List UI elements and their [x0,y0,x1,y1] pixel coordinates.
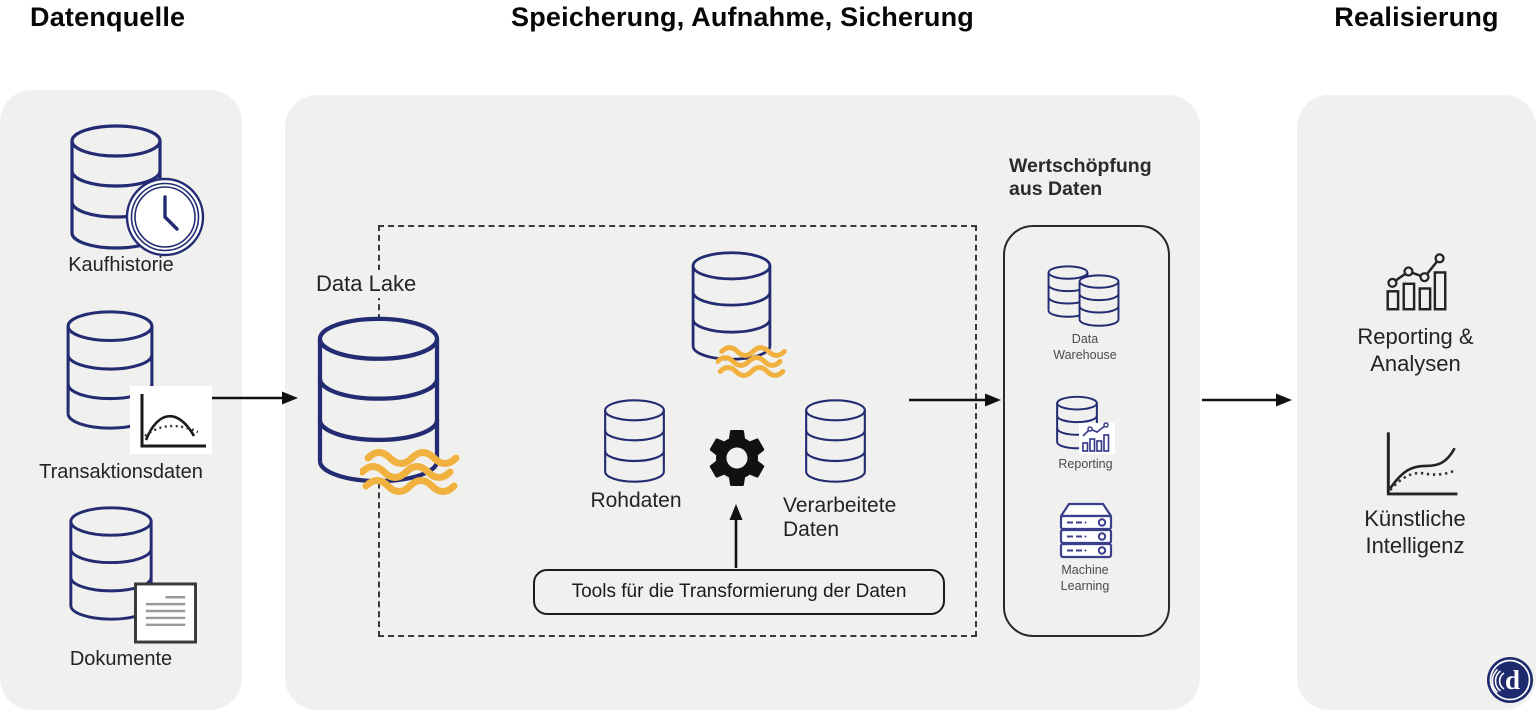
chart-curve-icon [130,386,212,454]
company-logo-icon: d [1486,656,1534,704]
waves-icon [360,448,464,496]
rohdaten-database-icon [601,399,668,483]
verarbeitete-daten-label: Verarbeitete Daten [783,494,897,541]
logo-letter: d [1505,665,1520,695]
data-warehouse-icon [1047,265,1120,327]
reporting-analysen-label: Reporting & Analysen [1357,324,1474,376]
tools-box: Tools für die Transformierung der Daten [533,569,945,615]
data-warehouse-label: Data Warehouse [1053,332,1117,362]
waves-icon [716,344,790,379]
column-title-datenquelle: Datenquelle [30,2,186,32]
reporting-icon [1052,395,1116,455]
clock-icon [124,176,206,258]
ai-curve-icon [1379,427,1463,503]
data-lake-label-text: Data Lake [310,270,423,298]
transaktionsdaten-label: Transaktionsdaten [39,461,203,483]
data-lake-label: Data Lake [310,270,423,298]
kuenstliche-intelligenz-label: Künstliche Intelligenz [1364,506,1466,558]
rohdaten-label: Rohdaten [590,489,682,512]
arrow-up-icon [729,504,743,568]
machine-learning-icon [1056,501,1116,559]
arrow-right-icon [909,393,1001,407]
document-icon [134,582,197,644]
machine-learning-label: Machine Learning [1060,563,1110,593]
wertschoepfung-heading: Wertschöpfung aus Daten [1009,155,1152,200]
arrow-right-icon [212,391,298,405]
dokumente-label: Dokumente [69,648,173,670]
wertschoepfung-box [1003,225,1170,637]
arrow-right-icon [1202,393,1292,407]
bar-chart-trend-icon [1384,247,1448,313]
tools-box-label: Tools für die Transformierung der Daten [571,581,907,602]
verarbeitete-database-icon [802,399,869,483]
reporting-label: Reporting [1058,457,1113,471]
gear-icon [702,423,772,493]
realisierung-panel [1297,95,1536,710]
column-title-realisierung: Realisierung [1334,2,1499,32]
column-title-speicherung: Speicherung, Aufnahme, Sicherung [511,2,974,32]
kaufhistorie-label: Kaufhistorie [68,254,174,276]
